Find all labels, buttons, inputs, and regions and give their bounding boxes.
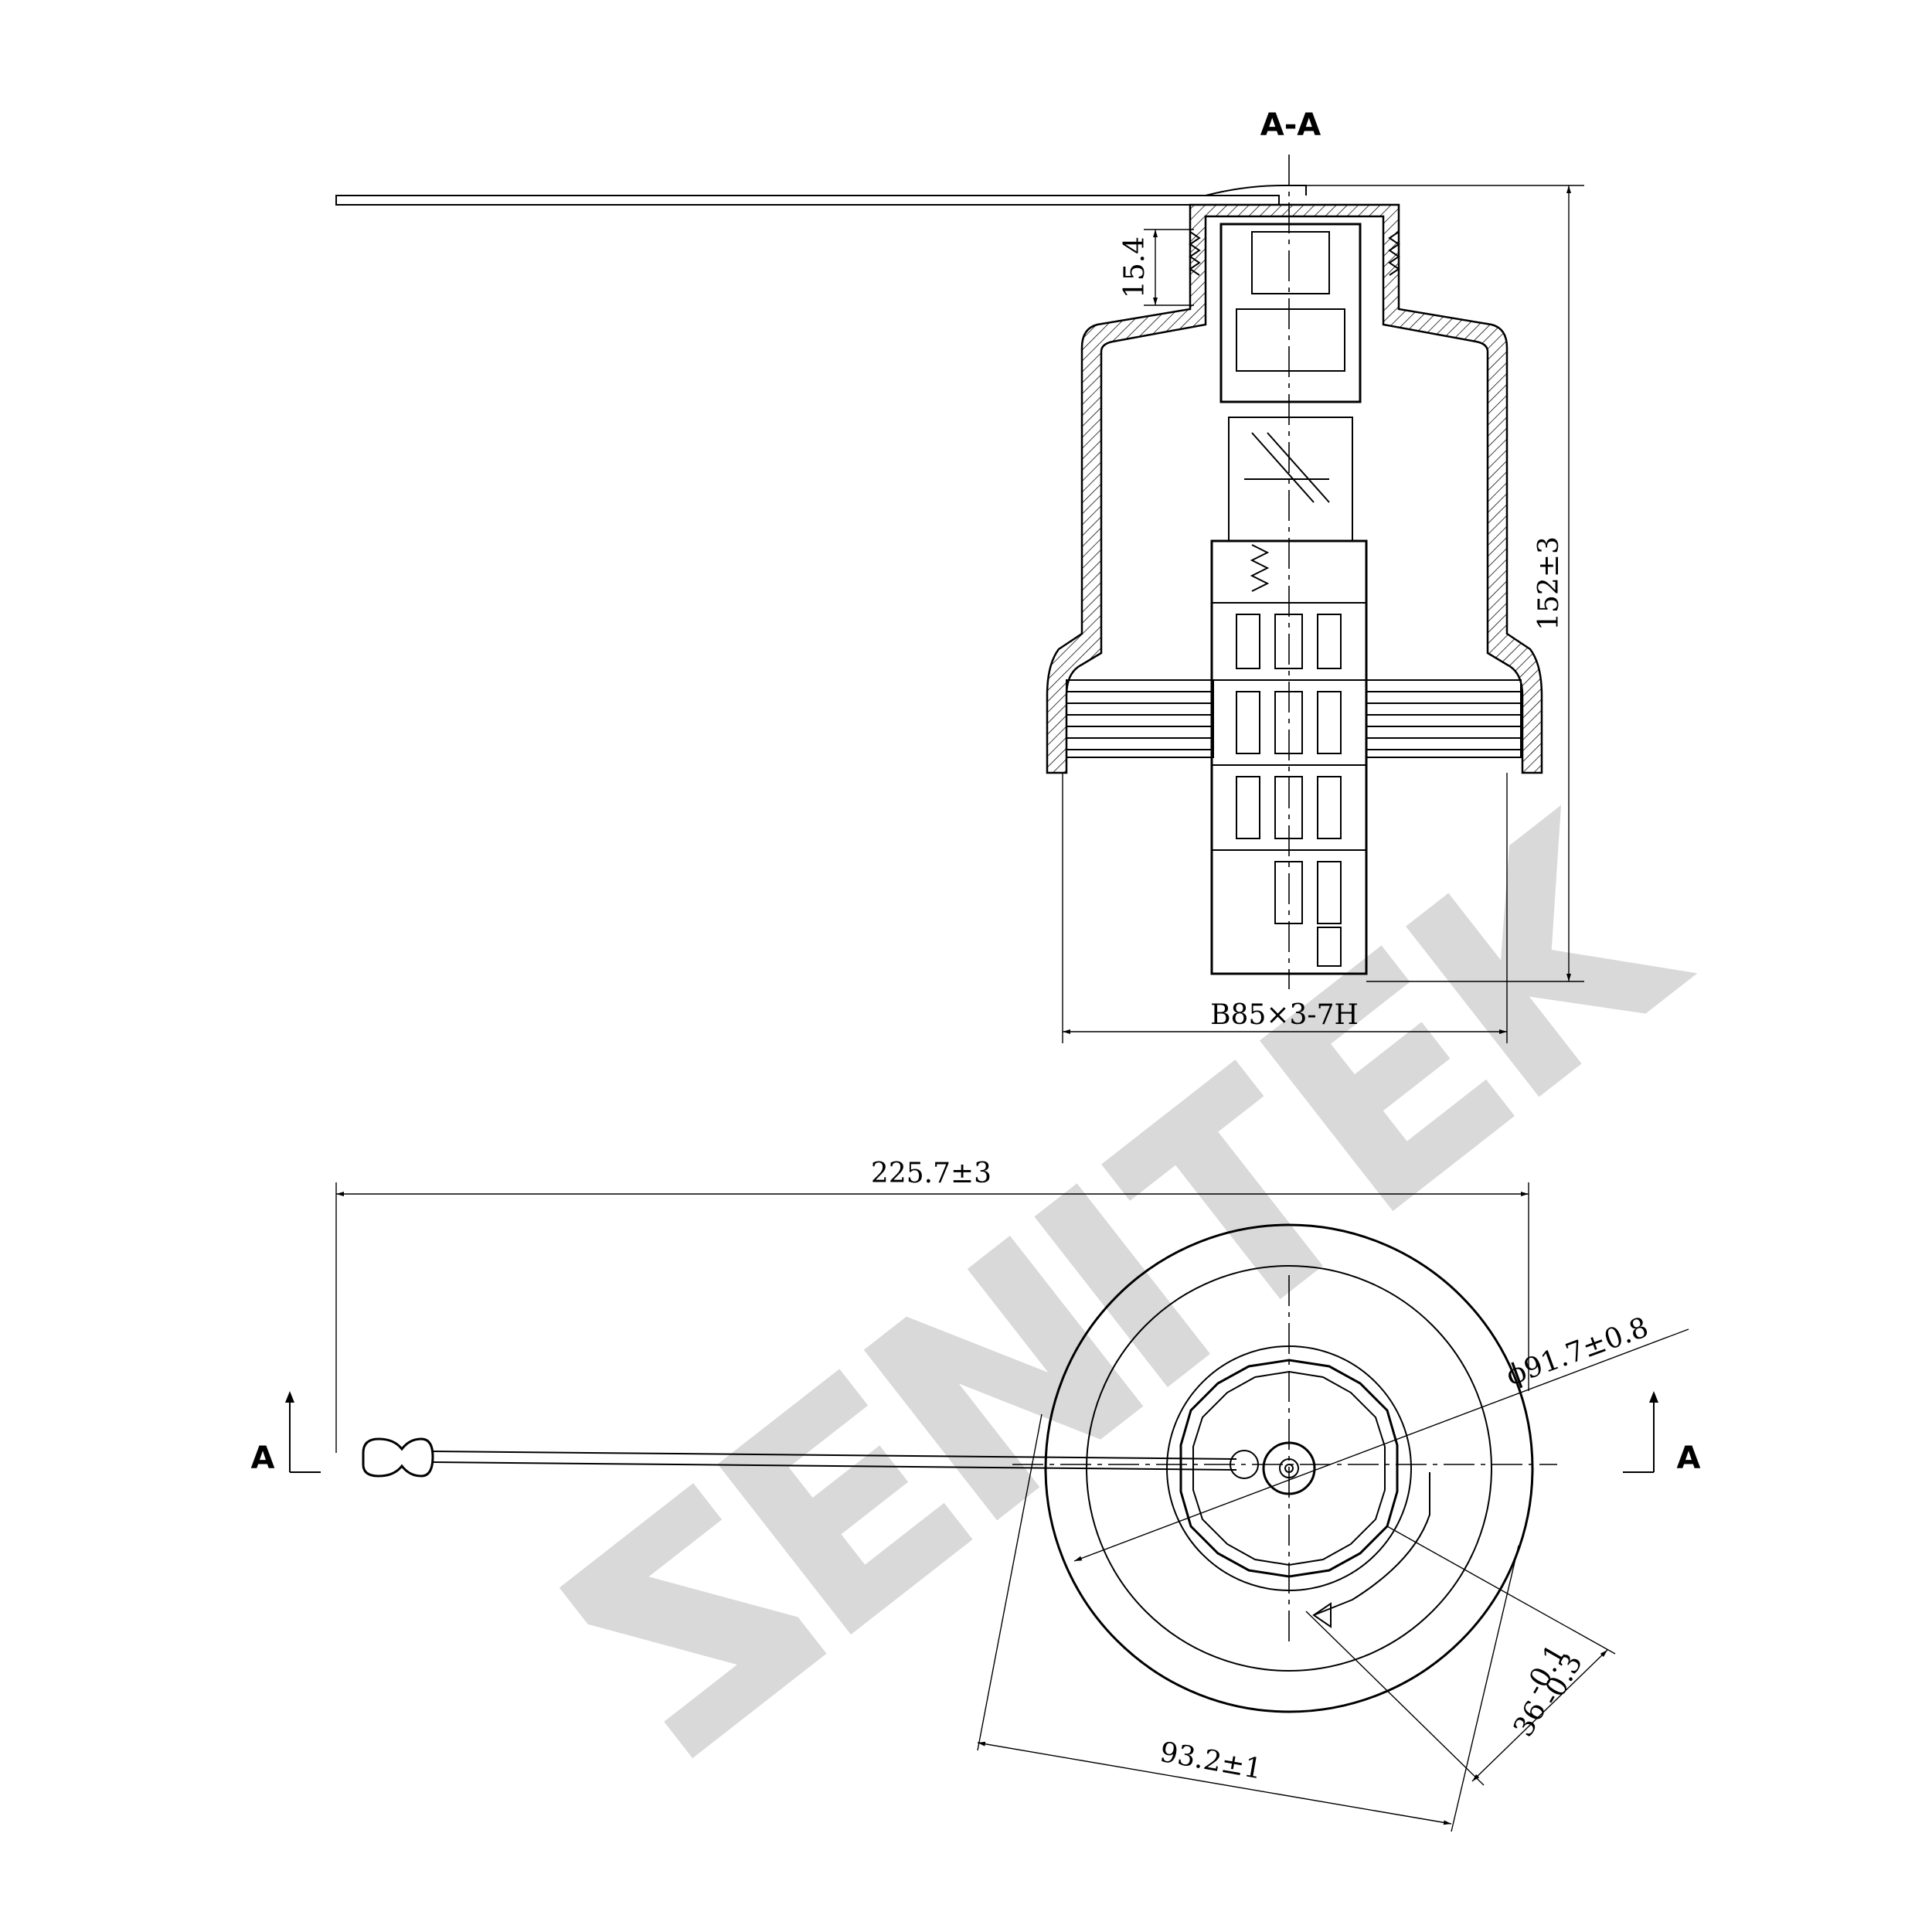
housing-wall-left bbox=[1046, 203, 1543, 774]
dim-neck-height-text: 15.4 bbox=[1119, 236, 1151, 298]
dim-hex-size-text: 36 bbox=[1508, 1696, 1553, 1742]
dim-overall-length-text: 225.7±3 bbox=[871, 1158, 992, 1189]
tether-loop bbox=[362, 1437, 434, 1478]
dim-thread-text: B85×3-7H bbox=[1210, 999, 1359, 1031]
dim-height: 152±3 bbox=[1306, 185, 1584, 982]
rotation-arrow bbox=[1313, 1472, 1430, 1616]
tether-hinge bbox=[1205, 185, 1307, 196]
plan-view: A A 225.7±3 ϕ91.7±0.8 93.2±1 bbox=[251, 1158, 1701, 1832]
center-hub bbox=[1262, 1441, 1316, 1495]
tether-strap-bottom bbox=[432, 1461, 1237, 1471]
section-marker-right: A bbox=[1623, 1391, 1701, 1476]
tether-strap-top bbox=[432, 1451, 1237, 1460]
cap-boss-ring bbox=[1166, 1345, 1412, 1591]
section-title: A-A bbox=[1260, 107, 1321, 143]
thread-region bbox=[1066, 679, 1522, 758]
section-marker-left: A bbox=[251, 1391, 321, 1476]
valve-body bbox=[1219, 223, 1362, 403]
dim-height-text: 152±3 bbox=[1533, 536, 1565, 631]
section-marker-left-text: A bbox=[251, 1440, 275, 1476]
dim-hex-size: 36 -0.1 -0.3 bbox=[1305, 1526, 1616, 1786]
tether-strap bbox=[335, 195, 1280, 206]
watermark-logo bbox=[559, 804, 1698, 1759]
section-view: A-A bbox=[335, 107, 1584, 1043]
dim-neck-height: 15.4 bbox=[1119, 229, 1194, 306]
valve-spring bbox=[1250, 544, 1270, 592]
hex-nut-outline bbox=[1179, 1359, 1399, 1578]
dim-thread: B85×3-7H bbox=[1062, 773, 1508, 1043]
section-marker-right-text: A bbox=[1677, 1440, 1701, 1476]
dim-across-flats-text: 93.2±1 bbox=[1158, 1736, 1264, 1786]
dim-across-flats: 93.2±1 bbox=[977, 1413, 1519, 1832]
dim-overall-length: 225.7±3 bbox=[335, 1158, 1529, 1453]
